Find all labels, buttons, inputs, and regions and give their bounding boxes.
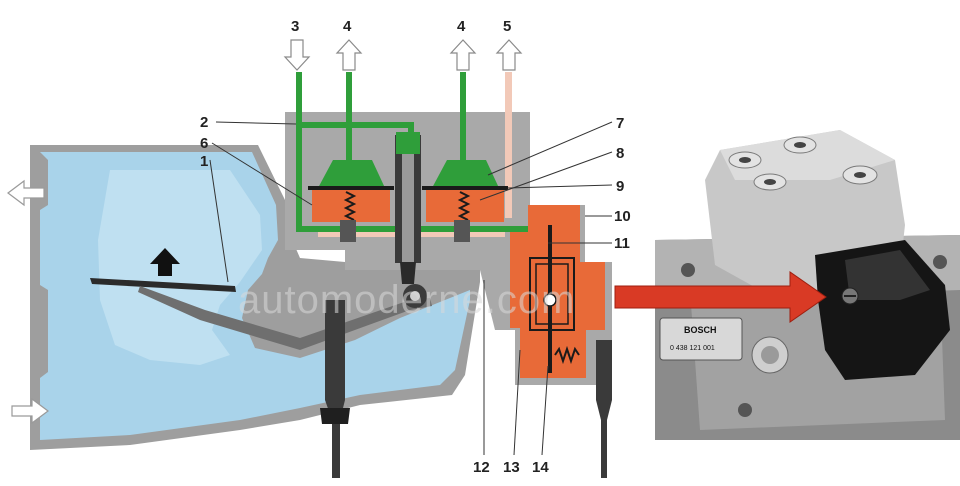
callout-6: 6 xyxy=(200,135,208,152)
spring-right xyxy=(457,191,471,221)
pointer-arrow-icon xyxy=(614,271,827,323)
sensor-plate-lever xyxy=(90,278,236,292)
spring-left xyxy=(343,191,357,221)
outlet-arrow-4a-icon xyxy=(335,39,363,71)
callout-14: 14 xyxy=(532,459,549,476)
nameplate-brand: BOSCH xyxy=(684,325,717,335)
callout-9: 9 xyxy=(616,178,624,195)
supply-arrow-3-icon xyxy=(283,39,311,71)
cable-center xyxy=(325,300,345,478)
callout-10: 10 xyxy=(614,208,631,225)
diaphragm-right xyxy=(422,186,508,190)
cable-right xyxy=(596,340,612,478)
air-in-arrow-icon xyxy=(11,397,49,425)
callout-5: 5 xyxy=(503,18,511,35)
lever-arm xyxy=(138,286,432,350)
callout-8: 8 xyxy=(616,145,624,162)
bosch-nameplate xyxy=(659,317,743,361)
callout-3: 3 xyxy=(291,18,299,35)
regulator-valve-ball xyxy=(543,293,557,307)
callout-13: 13 xyxy=(503,459,520,476)
air-out-arrow-icon xyxy=(7,179,45,207)
diaphragm-chamber-right-top xyxy=(432,160,499,188)
air-funnel-cone xyxy=(98,170,262,365)
callout-11: 11 xyxy=(614,235,630,252)
up-arrow-icon xyxy=(150,248,180,276)
regulator-spring xyxy=(554,345,580,365)
leader-lines xyxy=(209,121,613,456)
callout-labels: 3 4 4 5 2 6 1 7 8 9 10 11 12 13 14 xyxy=(200,18,631,476)
callout-2: 2 xyxy=(200,114,208,131)
watermark: automoderne.com xyxy=(238,278,575,322)
warm-up-regulator xyxy=(510,205,605,378)
diaphragm-chamber-left-top xyxy=(318,160,385,188)
callout-12: 12 xyxy=(473,459,490,476)
return-arrow-5-icon xyxy=(495,39,523,71)
callout-7: 7 xyxy=(616,115,624,132)
callout-1: 1 xyxy=(200,153,208,170)
outlet-arrow-4b-icon xyxy=(449,39,477,71)
diaphragm-left xyxy=(308,186,394,190)
control-plunger xyxy=(402,140,414,280)
callout-4a: 4 xyxy=(343,18,352,35)
callout-4b: 4 xyxy=(457,18,466,35)
nameplate-number: 0 438 121 001 xyxy=(670,345,715,352)
